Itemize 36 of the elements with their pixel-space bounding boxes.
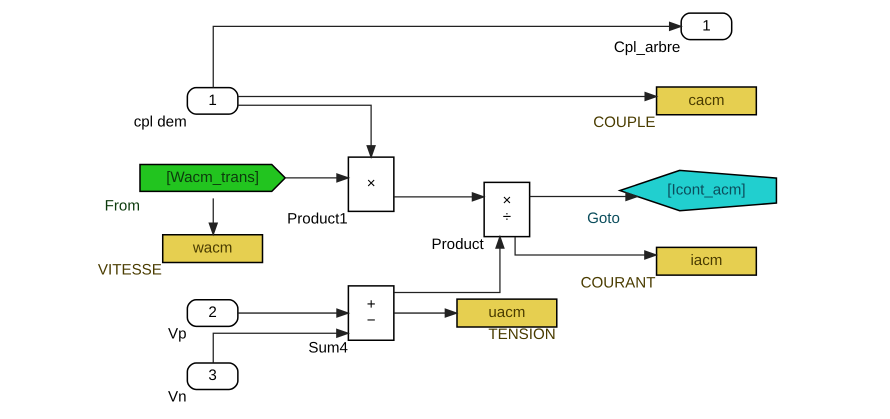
arrow [394, 234, 505, 294]
node-box: 1 [680, 12, 732, 40]
node-box: × ÷ [483, 182, 530, 238]
node-box: 1 [186, 86, 239, 115]
node-label: Vp [168, 325, 187, 342]
node-label: Cpl_arbre [614, 38, 680, 56]
node-box: × [348, 156, 395, 212]
node-label: cpl dem [134, 113, 187, 130]
arrow [238, 308, 350, 318]
node-label: TENSION [488, 326, 556, 344]
arrow [238, 92, 658, 102]
node-label: Goto [587, 210, 620, 227]
node-label: Sum4 [308, 339, 348, 356]
arrow [208, 198, 218, 236]
node-label: Vn [168, 388, 187, 406]
arrow [394, 308, 459, 318]
node-box: uacm [456, 298, 558, 328]
arrow [238, 104, 376, 159]
node-label: Product [432, 236, 484, 253]
node-box: iacm [656, 246, 758, 276]
node-label: COURANT [580, 274, 656, 292]
node-label: Product1 [287, 210, 348, 228]
node-box: 2 [186, 299, 239, 328]
node-box: 3 [186, 362, 239, 390]
arrow [212, 328, 350, 363]
node-box: + − [348, 285, 395, 341]
arrow [212, 22, 683, 88]
node-box: wacm [162, 234, 264, 264]
node-label: From [104, 197, 140, 214]
node-label: COUPLE [593, 114, 656, 131]
arrow [394, 192, 486, 202]
node-box: cacm [656, 86, 758, 116]
arrow [285, 173, 350, 183]
arrow [530, 192, 640, 202]
node-label: VITESSE [98, 262, 162, 279]
arrow [514, 237, 658, 260]
